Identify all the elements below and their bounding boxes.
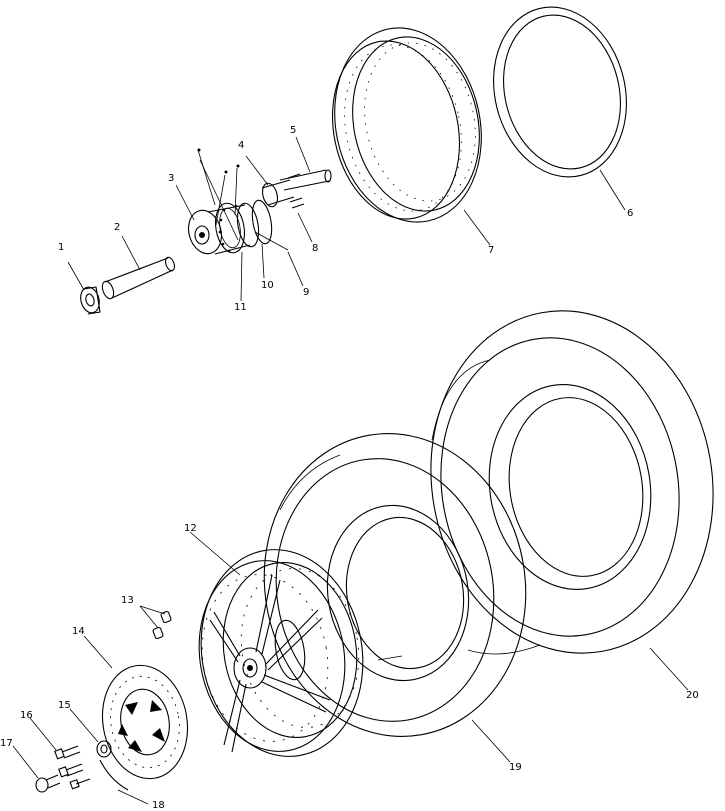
part-1-bearing xyxy=(80,286,101,315)
part-7-rim xyxy=(331,27,482,223)
callout-13: 13 xyxy=(121,595,134,606)
part-14-brake-disc xyxy=(101,664,189,780)
callout-6: 6 xyxy=(627,208,633,219)
part-15-spacer xyxy=(96,740,112,758)
callout-16: 16 xyxy=(20,710,33,721)
part-8-studs xyxy=(287,173,305,209)
callout-17: 17 xyxy=(0,738,13,749)
callout-9: 9 xyxy=(303,287,309,298)
part-16-bolts xyxy=(54,745,91,790)
part-5-axle xyxy=(279,169,332,191)
part-13-valve-caps xyxy=(152,610,172,640)
part-19-front-tire xyxy=(263,433,527,737)
callout-19: 19 xyxy=(509,762,522,773)
callout-4: 4 xyxy=(238,140,244,151)
part-10-flange xyxy=(251,199,273,245)
callout-10: 10 xyxy=(261,280,274,291)
part-17-bolt xyxy=(35,774,61,793)
callout-1: 1 xyxy=(58,242,64,253)
callout-8: 8 xyxy=(312,243,318,254)
part-12-cast-wheel xyxy=(198,549,364,757)
callout-2: 2 xyxy=(114,222,120,233)
callout-7: 7 xyxy=(488,245,494,256)
callout-20: 20 xyxy=(686,690,699,701)
part-3-hub xyxy=(187,202,260,255)
part-2-spacer-tube xyxy=(101,256,176,300)
callout-18: 18 xyxy=(152,800,165,811)
part-6-rim-band xyxy=(493,6,627,178)
leader-lines xyxy=(12,136,689,805)
callout-5: 5 xyxy=(290,125,296,136)
callout-11: 11 xyxy=(234,302,247,313)
callout-14: 14 xyxy=(72,626,85,637)
part-9-spokes xyxy=(197,148,289,251)
callout-3: 3 xyxy=(168,173,174,184)
part-18-clip xyxy=(99,759,129,791)
callout-12: 12 xyxy=(184,523,197,534)
part-20-rear-tire xyxy=(430,310,714,655)
callout-labels: 1 2 3 4 5 6 7 8 9 10 11 12 13 14 15 16 1… xyxy=(0,125,699,811)
callout-15: 15 xyxy=(58,700,71,711)
